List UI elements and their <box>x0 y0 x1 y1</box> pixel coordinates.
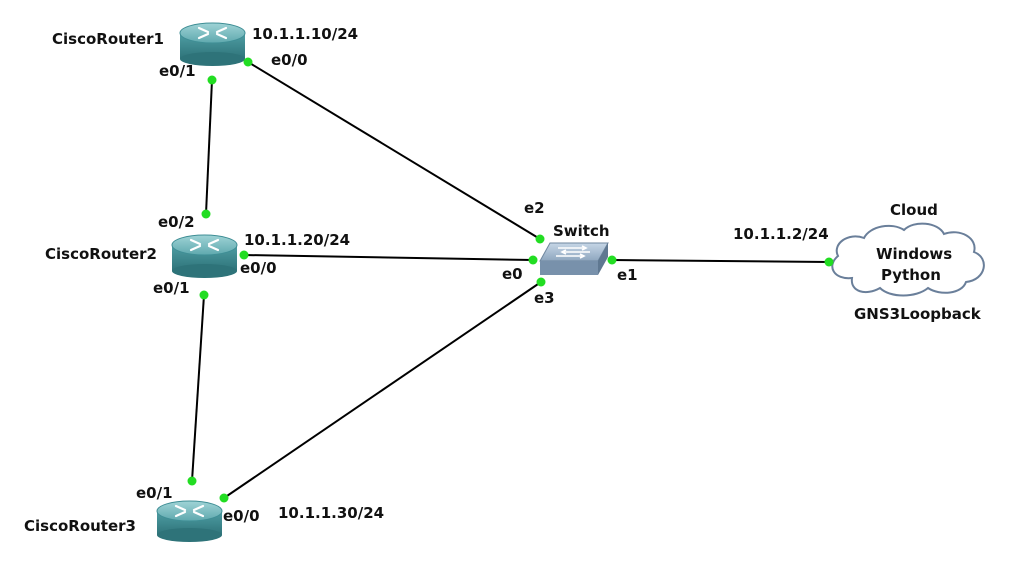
links <box>191 61 830 499</box>
port-label-r2-e0-1: e0/1 <box>153 279 190 297</box>
port-label-sw-e2: e2 <box>524 199 545 217</box>
port-label-sw-e1: e1 <box>617 266 638 284</box>
port-dot-r1-e0-0[interactable] <box>243 57 253 67</box>
port-dot-r3-e0-1[interactable] <box>187 476 197 486</box>
router3-label: CiscoRouter3 <box>24 517 136 535</box>
cloud-text-line2: Python <box>881 266 941 284</box>
router2-ip: 10.1.1.20/24 <box>244 231 351 249</box>
port-dot-sw-e0[interactable] <box>528 255 538 265</box>
link-r2-r3[interactable] <box>191 294 205 482</box>
link-switch-cloud[interactable] <box>611 259 830 263</box>
link-r2-switch[interactable] <box>243 254 534 261</box>
port-label-r1-e0-0: e0/0 <box>271 51 308 69</box>
cloud-ip: 10.1.1.2/24 <box>733 225 829 243</box>
port-dot-r2-e0-0[interactable] <box>239 250 249 260</box>
router-icon[interactable] <box>179 22 246 66</box>
link-r3-switch[interactable] <box>223 281 542 499</box>
port-label-r2-e0-2: e0/2 <box>158 213 195 231</box>
port-label-r3-e0-0: e0/0 <box>223 507 260 525</box>
port-label-sw-e0: e0 <box>502 265 523 283</box>
link-r1-switch[interactable] <box>247 61 541 240</box>
router-icon[interactable] <box>156 500 223 542</box>
port-label-sw-e3: e3 <box>534 289 555 307</box>
port-label-r2-e0-0: e0/0 <box>240 259 277 277</box>
router2-label: CiscoRouter2 <box>45 245 157 263</box>
port-dot-cloud[interactable] <box>824 257 834 267</box>
port-label-r3-e0-1: e0/1 <box>136 484 173 502</box>
port-dot-r1-e0-1[interactable] <box>207 75 217 85</box>
cloud-name-label: GNS3Loopback <box>854 305 981 323</box>
cloud-icon[interactable] <box>831 222 985 297</box>
switch-label: Switch <box>553 222 610 240</box>
cloud-text-line1: Windows <box>876 245 953 263</box>
router3-ip: 10.1.1.30/24 <box>278 504 385 522</box>
router1-ip: 10.1.1.10/24 <box>252 25 359 43</box>
port-dot-r2-e0-1[interactable] <box>199 290 209 300</box>
router1-label: CiscoRouter1 <box>52 30 164 48</box>
switch-icon[interactable] <box>539 242 609 275</box>
port-dot-r2-e0-2[interactable] <box>201 209 211 219</box>
port-dots <box>187 57 834 503</box>
port-label-r1-e0-1: e0/1 <box>159 62 196 80</box>
port-dot-r3-e0-0[interactable] <box>219 493 229 503</box>
link-r1-r2[interactable] <box>205 79 213 215</box>
cloud-label: Cloud <box>890 201 938 219</box>
router-icon[interactable] <box>171 234 238 278</box>
port-dot-sw-e2[interactable] <box>535 234 545 244</box>
port-dot-sw-e1[interactable] <box>607 255 617 265</box>
port-dot-sw-e3[interactable] <box>536 277 546 287</box>
